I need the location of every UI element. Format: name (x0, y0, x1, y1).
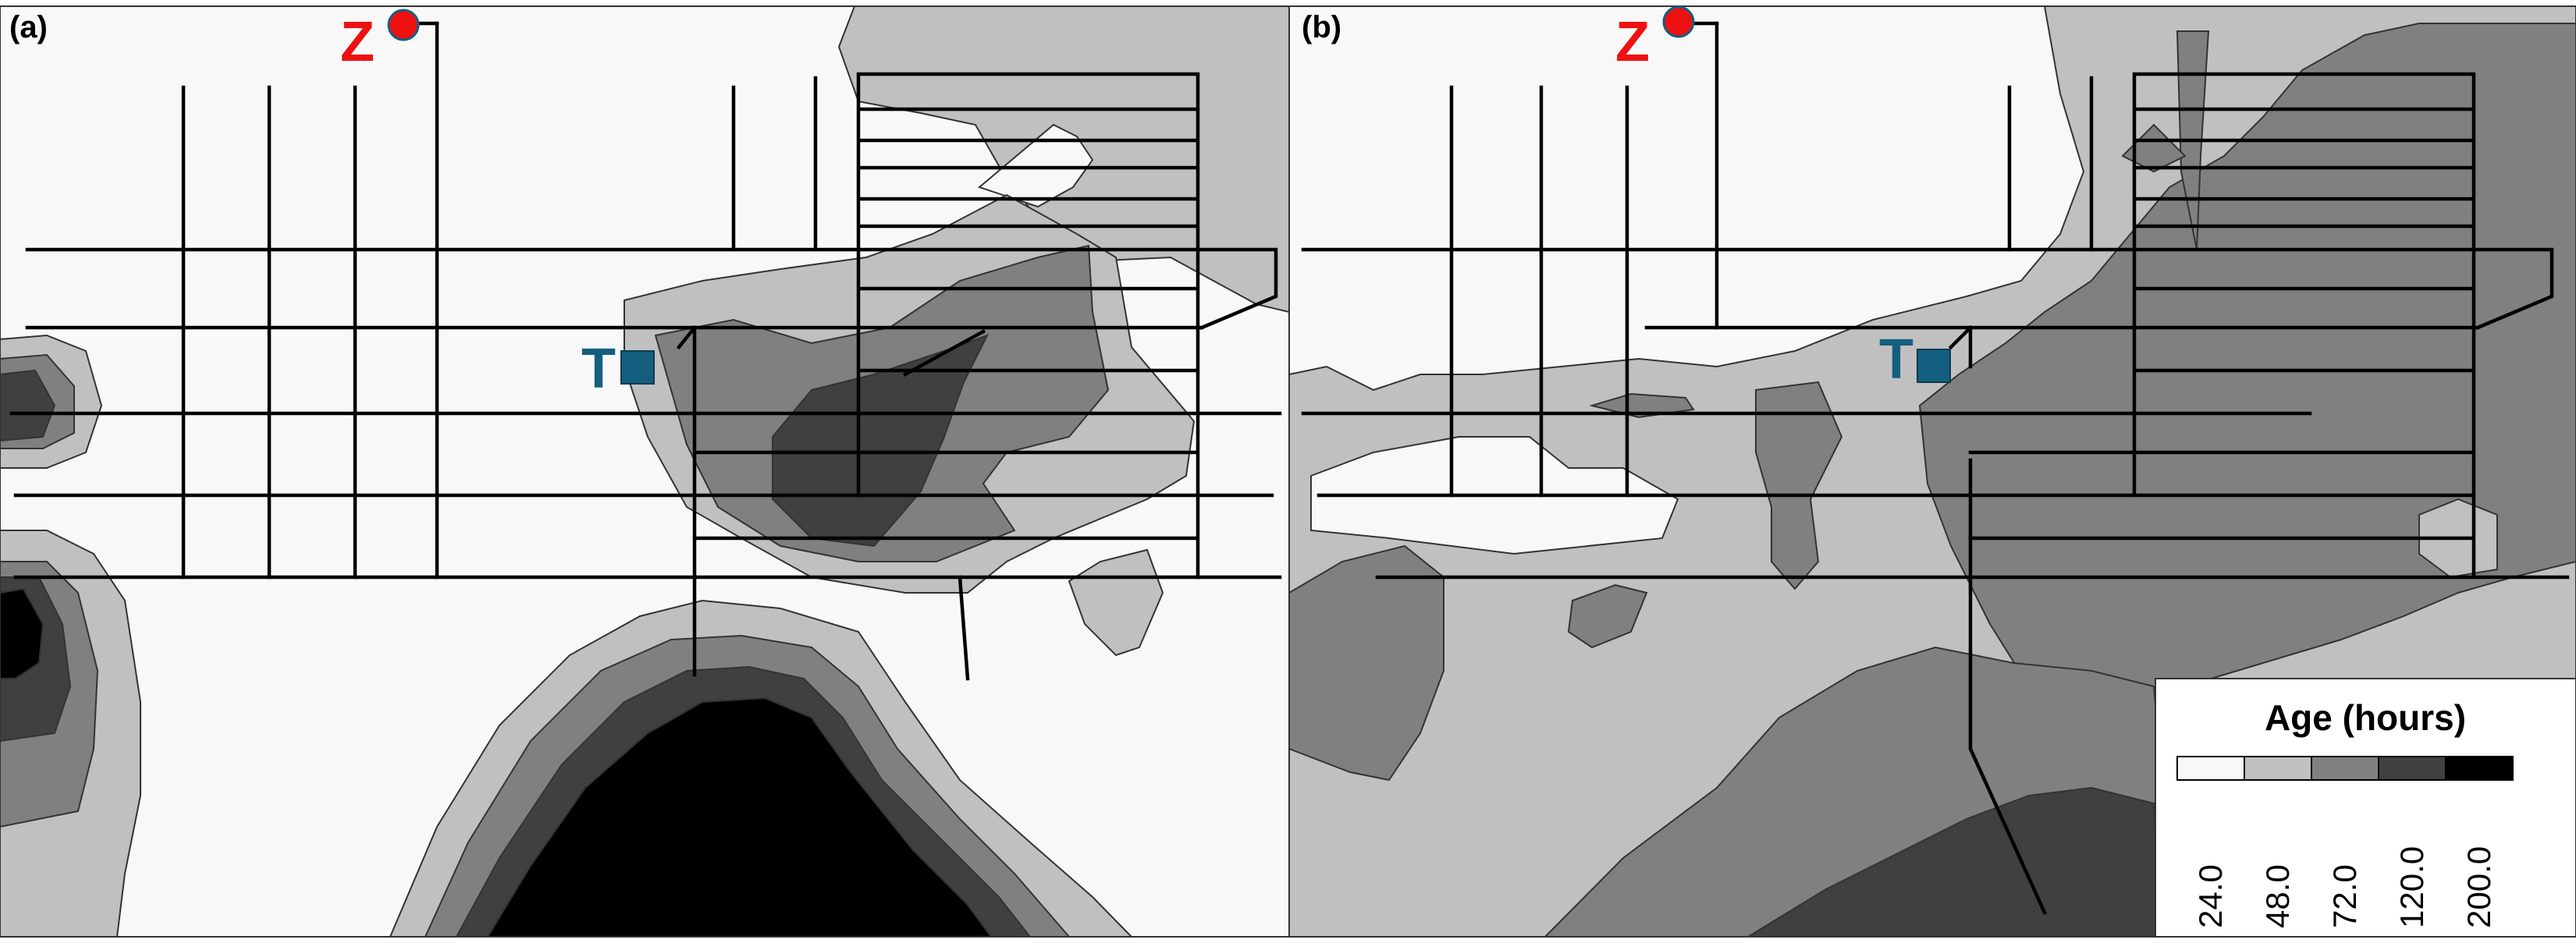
panel-b-label: (b) (1302, 10, 1341, 44)
pipe (181, 21, 439, 580)
pipe (1968, 72, 2476, 580)
legend-swatches (2176, 756, 2514, 781)
panel-b-pipe-network (1301, 21, 2570, 915)
panel-a-pipe-network (9, 21, 1282, 681)
pipe (1449, 21, 1719, 498)
legend-swatch (2176, 756, 2245, 781)
pipe (1968, 325, 2047, 915)
source-circle-icon (387, 9, 420, 41)
pipe (2007, 76, 2094, 252)
age-zone-48-72 (1567, 583, 1648, 649)
tank-square-icon (1917, 349, 1951, 383)
pipe (692, 72, 1200, 580)
pipe (25, 247, 1278, 330)
panel-a-age-contours (0, 5, 1290, 938)
age-zone-72-120 (0, 369, 56, 442)
pipe (731, 76, 818, 252)
age-zone-48-72 (1755, 381, 1843, 590)
age-zone-0-24-island (977, 123, 1094, 208)
panel-b-source-marker: Z (1615, 5, 1695, 73)
tank-letter: T (1879, 328, 1913, 391)
legend-swatch (2378, 756, 2446, 781)
pipe (676, 324, 986, 677)
legend-tick-label: 48.0 (2259, 864, 2296, 928)
legend-tick-label: 200.0 (2461, 846, 2497, 928)
panel-a-tank-marker: T (581, 338, 655, 400)
panel-b-frame (1288, 5, 2576, 938)
pipe (1301, 247, 2554, 330)
panel-a-source-marker: Z (340, 9, 420, 73)
age-zone-72-120 (772, 334, 990, 548)
tank-letter: T (581, 338, 616, 400)
source-letter: Z (340, 11, 375, 73)
panel-a-label: (a) (9, 10, 48, 44)
panel-b: Z T (b) Age (hours) 24.0 48.0 72.0 120.0 200… (1288, 5, 2576, 938)
age-zone-120-200 (486, 697, 993, 938)
legend-box (2155, 678, 2576, 938)
source-letter: Z (1615, 11, 1650, 73)
legend-swatch (2244, 756, 2312, 781)
legend-tick-label: 24.0 (2192, 864, 2229, 928)
legend-tick-label: 72.0 (2326, 864, 2363, 928)
source-circle-icon (1662, 5, 1695, 38)
age-zone-0-24 (1288, 5, 2085, 392)
age-zone-48-72 (1589, 392, 1695, 419)
panel-b-age-contours (1288, 5, 2576, 938)
pipe (1301, 411, 2570, 580)
pipe (9, 411, 1282, 580)
legend: Age (hours) 24.0 48.0 72.0 120.0 200.0 (2155, 678, 2576, 938)
pipe (1948, 324, 1974, 350)
legend-ticks: 24.0 48.0 72.0 120.0 200.0 (2192, 846, 2497, 928)
age-zone-48-72 (1288, 544, 1444, 782)
age-zone-120-200 (0, 587, 44, 679)
panel-b-tank-marker: T (1879, 328, 1951, 391)
panel-a: Z T (a) (0, 5, 1290, 938)
legend-swatch (2445, 756, 2514, 781)
pipe (958, 575, 970, 681)
legend-swatch (2311, 756, 2379, 781)
legend-title: Age (hours) (2265, 697, 2466, 738)
tank-square-icon (620, 350, 655, 385)
legend-tick-label: 120.0 (2393, 846, 2430, 928)
